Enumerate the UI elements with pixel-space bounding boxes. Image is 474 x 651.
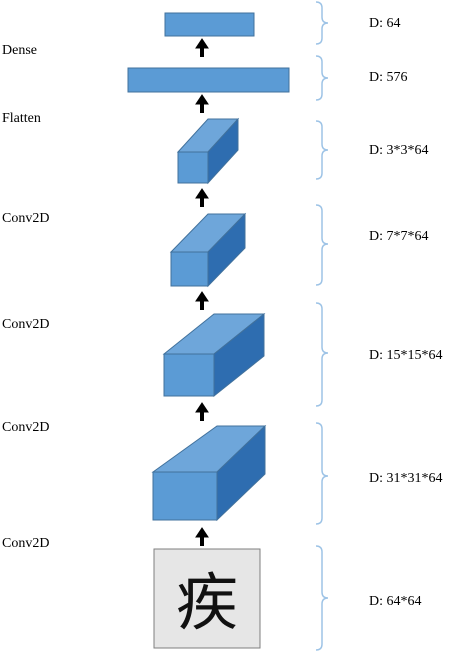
dimension-label-conv2d-1-out: D: 31*31*64 bbox=[369, 471, 443, 486]
input-image-frame bbox=[153, 548, 261, 649]
layer-label-conv2d-3: Conv2D bbox=[2, 317, 49, 332]
arrow-up-icon bbox=[195, 188, 209, 207]
input-image: 疾 bbox=[153, 548, 261, 649]
dimension-labels: D: 64 D: 576 D: 3*3*64 D: 7*7*64 D: 15*1… bbox=[369, 16, 443, 609]
layer-label-conv2d-4: Conv2D bbox=[2, 211, 49, 226]
dimension-label-flatten-out: D: 576 bbox=[369, 70, 408, 85]
flatten-output-bar bbox=[127, 67, 290, 93]
dense-output-bar bbox=[164, 12, 255, 37]
conv2d-1-output-cuboid bbox=[151, 424, 267, 522]
layer-label-conv2d-1: Conv2D bbox=[2, 536, 49, 551]
arrow-up-icon bbox=[195, 291, 209, 310]
conv2d-4-output-cuboid bbox=[176, 117, 240, 185]
layer-label-dense: Dense bbox=[2, 43, 37, 58]
brace-input bbox=[315, 545, 329, 651]
dimension-braces bbox=[315, 1, 329, 651]
brace-dense-out bbox=[315, 1, 329, 45]
brace-flatten-out bbox=[315, 55, 329, 101]
arrow-up-icon bbox=[195, 402, 209, 421]
conv2d-2-output-cuboid bbox=[162, 312, 266, 398]
brace-conv2d-2-out bbox=[315, 302, 329, 407]
dimension-label-conv2d-4-out: D: 3*3*64 bbox=[369, 143, 429, 158]
arrow-up-icon bbox=[195, 38, 209, 57]
arrow-up-icon bbox=[195, 527, 209, 546]
layer-labels: Dense Flatten Conv2D Conv2D Conv2D Conv2… bbox=[2, 43, 49, 551]
dimension-label-conv2d-2-out: D: 15*15*64 bbox=[369, 348, 443, 363]
dimension-label-dense-out: D: 64 bbox=[369, 16, 401, 31]
layer-label-conv2d-2: Conv2D bbox=[2, 420, 49, 435]
dimension-label-conv2d-3-out: D: 7*7*64 bbox=[369, 229, 429, 244]
brace-conv2d-3-out bbox=[315, 204, 329, 286]
arrow-up-icon bbox=[195, 94, 209, 113]
conv2d-3-output-cuboid bbox=[169, 212, 247, 288]
dimension-label-input: D: 64*64 bbox=[369, 594, 422, 609]
layer-label-flatten: Flatten bbox=[2, 111, 41, 126]
flow-arrows bbox=[195, 38, 209, 546]
input-character: 疾 bbox=[176, 566, 238, 639]
brace-conv2d-1-out bbox=[315, 422, 329, 525]
brace-conv2d-4-out bbox=[315, 120, 329, 180]
